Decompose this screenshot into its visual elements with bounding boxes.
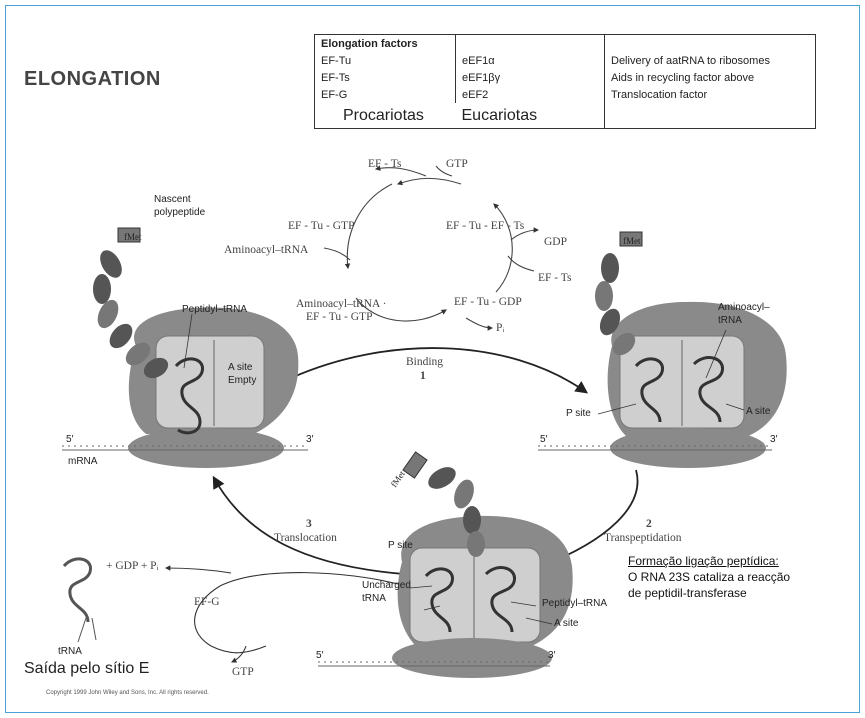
table-row: EF-G eEF2 Translocation factor	[315, 86, 816, 103]
aminoacyl-trna-right-label-2: tRNA	[718, 315, 742, 326]
released-trna	[62, 557, 97, 643]
ternary-complex-label-1: Aminoacyl–tRNA ·	[296, 298, 387, 310]
three-prime-left: 3′	[306, 434, 314, 445]
ef-g-cycle	[164, 565, 399, 663]
ternary-complex-label-2: EF - Tu - GTP	[306, 311, 373, 323]
fmet-right-label: fMet	[623, 236, 641, 246]
mrna-strands	[62, 445, 772, 667]
five-prime-bottom: 5′	[316, 650, 324, 661]
table-cell: EF-Ts	[321, 71, 350, 84]
table-footer-procariotas: Procariotas	[343, 107, 424, 124]
label-pointers	[183, 313, 745, 625]
ef-tu-cycle	[323, 165, 540, 331]
five-prime-right: 5′	[540, 434, 548, 445]
five-prime-left: 5′	[66, 434, 74, 445]
peptide-bond-note-line2: de peptidil-transferase	[628, 586, 747, 600]
peptide-bond-note-title: Formação ligação peptídica:	[628, 554, 779, 568]
right-ribosome	[595, 231, 787, 468]
table-cell: eEF1βγ	[455, 69, 605, 86]
table-row: Elongation factors	[315, 34, 816, 52]
ef-tu-gdp-label: EF - Tu - GDP	[454, 296, 522, 308]
trna-released-label: tRNA	[58, 646, 82, 657]
peptidyl-trna-left-label: Peptidyl–tRNA	[182, 304, 248, 315]
table-cell: eEF1α	[455, 52, 605, 69]
slide-frame: ELONGATION Elongation factors EF-Tu eEF1…	[5, 5, 860, 713]
table-cell: EF-Tu	[321, 54, 352, 67]
exit-site-note: Saída pelo sítio E	[24, 660, 150, 677]
peptidyl-trna-bottom-label: Peptidyl–tRNA	[542, 598, 608, 609]
table-cell: Delivery of aatRNA to ribosomes	[604, 52, 816, 69]
elongation-factors-table: Elongation factors EF-Tu eEF1α Delivery …	[314, 34, 816, 129]
elongation-cycle-diagram	[62, 165, 787, 678]
ef-ts-right-label: EF - Ts	[538, 272, 572, 284]
nascent-label-1: Nascent	[154, 194, 191, 205]
uncharged-trna-label-1: Uncharged	[362, 580, 411, 591]
gtp-bottom-label: GTP	[232, 666, 254, 678]
p-site-bottom-label: P site	[388, 540, 413, 551]
a-site-bottom-label: A site	[554, 618, 579, 629]
bottom-ribosome	[392, 451, 573, 678]
table-cell	[604, 34, 816, 52]
translocation-step-number: 3	[306, 518, 312, 530]
slide-title: ELONGATION	[24, 68, 161, 90]
table-cell	[455, 34, 605, 52]
uncharged-trna-label-2: tRNA	[362, 593, 386, 604]
peptide-bond-note-line1: O RNA 23S cataliza a reacção	[628, 570, 791, 584]
a-site-empty-label: Empty	[228, 375, 257, 386]
copyright-notice: Copyright 1999 John Wiley and Sons, Inc.…	[46, 690, 209, 696]
a-site-left-label: A site	[228, 362, 253, 373]
aminoacyl-trna-right-label-1: Aminoacyl–	[718, 302, 770, 313]
table-footer-eucariotas: Eucariotas	[461, 107, 538, 124]
gtp-top-label: GTP	[446, 158, 468, 170]
table-header-cell: Elongation factors	[321, 37, 418, 50]
binding-label: Binding	[406, 356, 444, 368]
table-cell: Aids in recycling factor above	[604, 69, 816, 86]
table-row: EF-Tu eEF1α Delivery of aatRNA to riboso…	[315, 52, 816, 69]
ef-ts-top-label: EF - Ts	[368, 158, 402, 170]
translocation-label: Translocation	[274, 532, 337, 544]
p-site-right-label: P site	[566, 408, 591, 419]
ef-tu-gtp-label: EF - Tu - GTP	[288, 220, 355, 232]
table-cell: Translocation factor	[604, 86, 816, 103]
aminoacyl-trna-label: Aminoacyl–tRNA	[224, 244, 309, 256]
transpeptidation-label: Transpeptidation	[604, 532, 682, 544]
pi-label: Pᵢ	[496, 322, 505, 334]
left-ribosome	[93, 227, 299, 468]
a-site-right-label: A site	[746, 406, 771, 417]
table-cell: eEF2	[455, 86, 605, 103]
fmet-left-label: fMet	[124, 232, 142, 242]
gdp-label: GDP	[544, 236, 568, 248]
nascent-label-2: polypeptide	[154, 207, 206, 218]
ef-tu-ef-ts-label: EF - Tu - EF - Ts	[446, 220, 525, 232]
ef-g-label: EF-G	[194, 596, 220, 608]
table-footer-row: Procariotas Eucariotas	[315, 103, 816, 129]
table-row: EF-Ts eEF1βγ Aids in recycling factor ab…	[315, 69, 816, 86]
transpeptidation-step-number: 2	[646, 518, 652, 530]
three-prime-bottom: 3′	[548, 650, 556, 661]
gdp-pi-products-label: + GDP + Pᵢ	[106, 560, 159, 572]
table-cell	[604, 103, 816, 129]
three-prime-right: 3′	[770, 434, 778, 445]
binding-step-number: 1	[420, 370, 426, 382]
table-cell: EF-G	[321, 88, 348, 101]
mrna-label: mRNA	[68, 456, 98, 467]
